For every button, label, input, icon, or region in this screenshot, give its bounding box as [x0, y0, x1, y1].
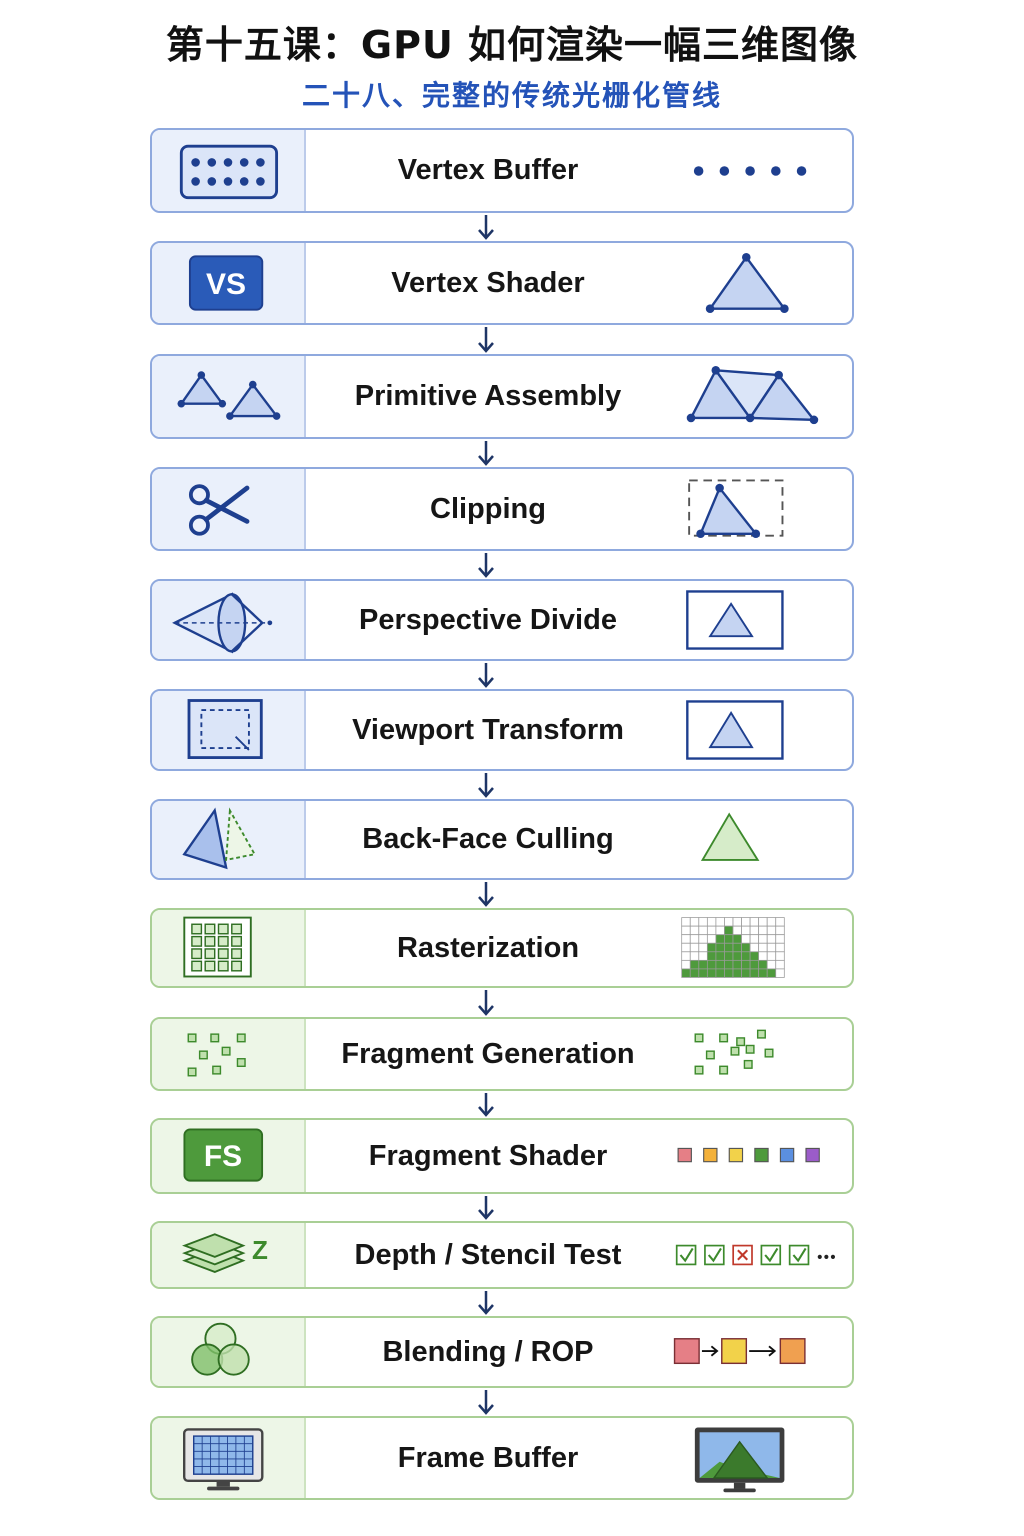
z-label: Z: [252, 1235, 268, 1265]
stage-label: Vertex Shader: [391, 266, 585, 299]
flow-arrow: [478, 215, 494, 240]
rendered-image-monitor-visual: [694, 1427, 785, 1493]
stage-primitive-assembly: Primitive Assembly: [150, 354, 854, 439]
stage-rasterization: Rasterization: [150, 908, 854, 988]
stage-depth-stencil-test: Z Depth / Stencil Test: [150, 1221, 854, 1289]
stage-label: Primitive Assembly: [354, 380, 622, 412]
stage-frame-buffer: Frame Buffer: [150, 1416, 854, 1500]
stage-label: Vertex Buffer: [397, 154, 579, 186]
stage-label: Clipping: [430, 492, 546, 525]
flow-arrow: [478, 882, 494, 907]
viewport-icon: [152, 691, 306, 769]
monitor-icon: [152, 1418, 306, 1498]
stage-perspective-divide: Perspective Divide: [150, 579, 854, 661]
blend-circles-icon: [152, 1318, 306, 1386]
fragments-visual: [694, 1029, 774, 1075]
stage-label: Fragment Shader: [368, 1139, 608, 1172]
stage-label: Perspective Divide: [359, 603, 617, 636]
depth-test-results-visual: [675, 1244, 836, 1266]
triangle-visual: [705, 253, 789, 313]
flow-arrow: [478, 553, 494, 578]
fs-badge-text: FS: [203, 1140, 243, 1173]
depth-layers-icon: Z: [152, 1223, 306, 1287]
fs-badge-icon: FS: [152, 1120, 306, 1192]
screen-box-visual: [686, 700, 784, 760]
stage-fragment-shader: FS Fragment Shader: [150, 1118, 854, 1194]
stage-label: Blending / ROP: [382, 1335, 594, 1368]
flow-arrow: [478, 1196, 494, 1220]
fragments-icon: [152, 1019, 306, 1089]
flow-arrow: [478, 441, 494, 466]
stage-clipping: Clipping: [150, 467, 854, 551]
page-subtitle: 二十八、完整的传统光栅化管线: [301, 79, 722, 112]
triangles-icon: [152, 356, 306, 437]
stage-label: Viewport Transform: [352, 713, 624, 746]
stage-vertex-shader: VS Vertex Shader: [150, 241, 854, 325]
color-swatches-visual: [677, 1147, 820, 1163]
stage-label: Back-Face Culling: [362, 823, 614, 855]
stage-fragment-generation: Fragment Generation: [150, 1017, 854, 1091]
vertex-dots-visual: [693, 166, 807, 176]
vs-badge-icon: VS: [152, 243, 306, 323]
culled-triangle-icon: [152, 801, 306, 878]
stage-label: Rasterization: [396, 931, 580, 964]
rasterized-grid-visual: [681, 917, 785, 978]
stage-vertex-buffer: Vertex Buffer: [150, 128, 854, 213]
flow-arrow: [478, 1390, 494, 1415]
vertex-grid-icon: [152, 130, 306, 211]
pixel-grid-icon: [152, 910, 306, 986]
vs-badge-text: VS: [205, 268, 247, 301]
stage-label: Fragment Generation: [341, 1037, 635, 1070]
flow-arrow: [478, 663, 494, 688]
stage-blending-rop: Blending / ROP: [150, 1316, 854, 1388]
triangle-strip-visual: [686, 366, 819, 425]
blend-chain-visual: [673, 1338, 806, 1365]
stage-label: Frame Buffer: [397, 1441, 579, 1474]
flow-arrow: [478, 1093, 494, 1117]
ndc-box-visual: [686, 590, 784, 650]
flow-arrow: [478, 990, 494, 1016]
flow-arrow: [478, 1291, 494, 1315]
frustum-icon: [152, 581, 306, 659]
clipped-triangle-visual: [688, 479, 784, 539]
stage-viewport-transform: Viewport Transform: [150, 689, 854, 771]
stage-back-face-culling: Back-Face Culling: [150, 799, 854, 880]
flow-arrow: [478, 327, 494, 353]
page-title: 第十五课：GPU 如何渲染一幅三维图像: [165, 23, 859, 67]
stage-label: Depth / Stencil Test: [354, 1238, 622, 1271]
flow-arrow: [478, 773, 494, 798]
front-face-triangle-visual: [700, 812, 760, 861]
scissors-icon: [152, 469, 306, 549]
